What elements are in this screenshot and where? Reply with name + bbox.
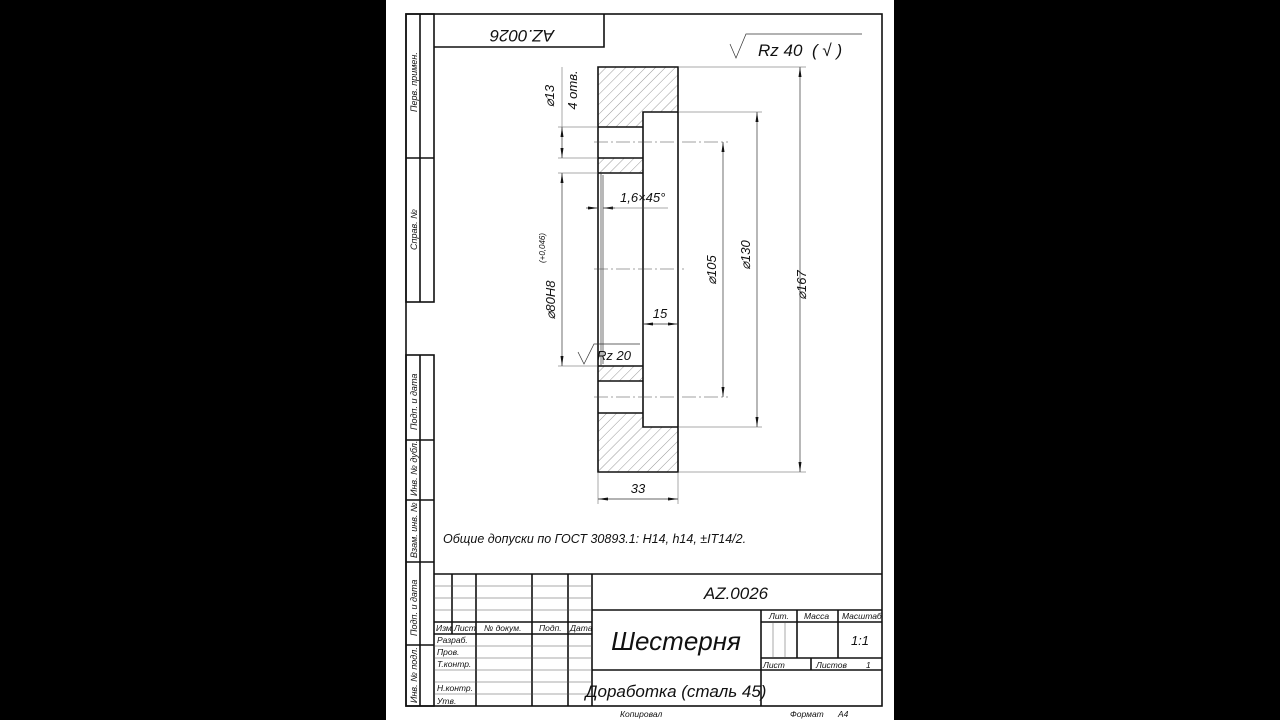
lit-label: Лит.	[768, 611, 789, 621]
hole-count: 4 отв.	[565, 70, 580, 109]
thickness-dim: 33	[631, 481, 646, 496]
rotated-designation-box: AZ.0026	[434, 14, 605, 48]
roughness-general-suffix: ( √ )	[812, 41, 842, 60]
part-name: Шестерня	[611, 626, 741, 656]
sheets-value: 1	[866, 660, 871, 670]
role-tkontr: Т.контр.	[437, 659, 471, 669]
designation: AZ.0026	[703, 584, 769, 603]
format-value: A4	[837, 709, 849, 719]
left-strip-lower: Подп. и дата Инв. № дубл. Взам. инв. № П…	[405, 354, 435, 707]
role-nkontr: Н.контр.	[437, 683, 473, 693]
material: Доработка (сталь 45)	[584, 682, 767, 701]
bore-dim: ⌀80H8	[543, 280, 558, 320]
chamfer-dim: 1,6×45°	[620, 190, 665, 205]
inv-dubl-label: Инв. № дубл.	[409, 441, 419, 496]
recess-dia-dim: ⌀130	[738, 239, 753, 269]
header-doc-no: № докум.	[484, 623, 521, 633]
header-podp: Подп.	[539, 623, 562, 633]
left-strip-upper: Перв. примен. Справ. №	[405, 13, 435, 303]
bore-roughness: Rz 20	[597, 348, 632, 363]
general-roughness: Rz 40 ( √ )	[729, 33, 862, 60]
title-block: Изм Лист № докум. Подп. Дата Разраб. Про…	[434, 573, 883, 706]
inv-podl-label: Инв. № подл.	[409, 647, 419, 703]
outer-dia-dim: ⌀167	[794, 269, 809, 299]
sheet-label: Лист	[762, 660, 785, 670]
roughness-general: Rz 40	[758, 41, 803, 60]
dimensions: ⌀167 ⌀130 ⌀105 ⌀80H8 (+0,046) ⌀13 4 отв.…	[538, 66, 809, 504]
header-izm: Изм	[436, 623, 452, 633]
perv-primen-label: Перв. примен.	[409, 52, 419, 112]
rotated-designation: AZ.0026	[489, 26, 555, 45]
mass-label: Масса	[804, 611, 829, 621]
bolt-circle-dim: ⌀105	[704, 254, 719, 284]
header-data: Дата	[569, 623, 593, 633]
sprav-no-label: Справ. №	[409, 209, 419, 250]
podp-data-label: Подп. и дата	[409, 374, 419, 430]
recess-depth-dim: 15	[653, 306, 668, 321]
hole-dia-dim: ⌀13	[542, 84, 557, 107]
scale-label: Масштаб	[842, 611, 883, 621]
bore-tolerance: (+0,046)	[538, 233, 547, 263]
vzam-inv-label: Взам. инв. №	[409, 502, 419, 558]
sheets-label: Листов	[815, 660, 848, 670]
role-utv: Утв.	[436, 696, 456, 706]
roughness-mark	[577, 343, 640, 365]
format-label: Формат	[790, 709, 824, 719]
scale-value: 1:1	[851, 633, 869, 648]
podp-data-label-2: Подп. и дата	[409, 580, 419, 636]
part-section	[594, 66, 728, 473]
general-tolerances-note: Общие допуски по ГОСТ 30893.1: H14, h14,…	[443, 532, 746, 546]
role-prov: Пров.	[437, 647, 459, 657]
copied-label: Копировал	[620, 709, 662, 719]
role-razrab: Разраб.	[437, 635, 468, 645]
header-list: Лист	[453, 623, 476, 633]
